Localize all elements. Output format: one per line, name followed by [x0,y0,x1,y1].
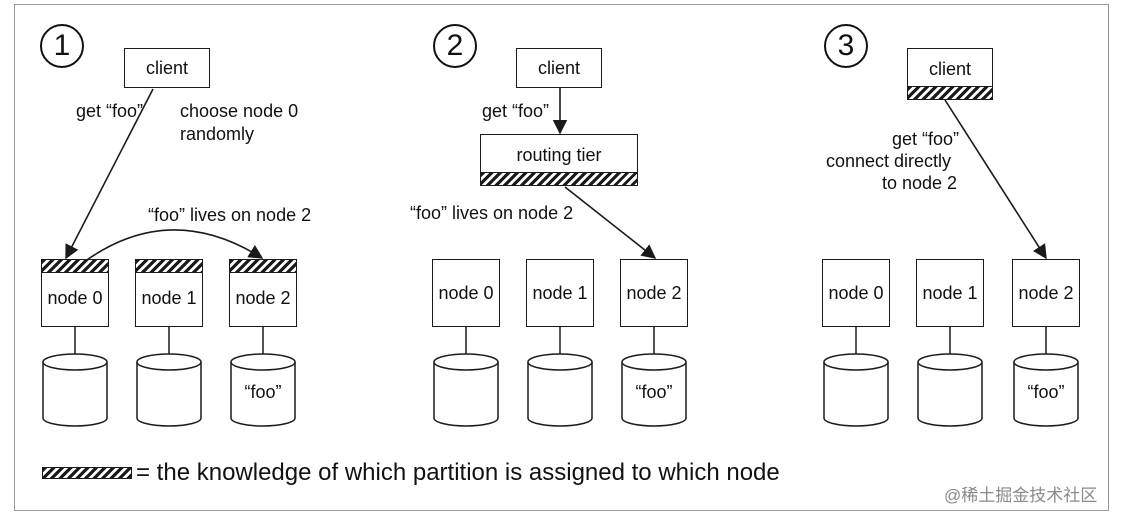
partition-knowledge-hatch [481,172,637,185]
p2-routing-tier-label: routing tier [516,144,602,165]
p3-node-0-label: node 0 [828,282,884,303]
partition-knowledge-hatch [908,86,992,99]
p1-forward-label: “foo” lives on node 2 [148,205,312,225]
p3-database-2-label: “foo” [1027,382,1064,402]
p1-node-2: node 2 [229,259,297,327]
p2-node-2-label: node 2 [626,282,682,303]
p3-database-2: “foo” [1013,353,1079,427]
p2-node-0: node 0 [432,259,500,327]
p1-client-box: client [124,48,210,88]
p2-database-0 [433,353,499,427]
p1-choose-label-line1: choose node 0 [180,101,299,121]
p2-route-label: “foo” lives on node 2 [410,203,574,223]
p3-to-node-label: to node 2 [882,173,958,193]
p1-get-label: get “foo” [76,101,144,121]
p1-client-to-node0-arrow [65,88,154,260]
p1-node-0-label: node 0 [47,287,103,308]
partition-knowledge-hatch [230,260,296,273]
p3-client-label: client [928,58,972,79]
panel-3-number: 3 [824,24,868,68]
p3-database-1 [917,353,983,427]
p3-get-label: get “foo” [892,129,960,149]
watermark: @稀土掘金技术社区 [944,486,1098,505]
p1-node-0: node 0 [41,259,109,327]
p2-routing-to-node2-arrow [564,186,657,259]
p1-node-1: node 1 [135,259,203,327]
p2-client-label: client [537,57,581,78]
panel-1-number: 1 [40,24,84,68]
p2-node-1: node 1 [526,259,594,327]
legend-hatch-swatch [42,467,132,479]
p1-client-label: client [145,57,189,78]
p3-connect-label: connect directly [826,151,952,171]
p3-node-2-label: node 2 [1018,282,1074,303]
p1-node-1-label: node 1 [141,287,197,308]
p1-database-0 [42,353,108,427]
p1-node-2-label: node 2 [235,287,291,308]
p2-database-2-label: “foo” [635,382,672,402]
p2-database-2: “foo” [621,353,687,427]
p3-node-1: node 1 [916,259,984,327]
p2-node-0-label: node 0 [438,282,494,303]
p2-node-2: node 2 [620,259,688,327]
partition-knowledge-hatch [42,260,108,273]
p3-client-box: client [907,48,993,100]
p2-get-label: get “foo” [482,101,550,121]
p2-database-1 [527,353,593,427]
p2-client-box: client [516,48,602,88]
p1-database-1 [136,353,202,427]
p3-node-1-label: node 1 [922,282,978,303]
p3-client-to-node2-arrow [944,99,1047,260]
partition-knowledge-hatch [136,260,202,273]
p1-choose-label-line2: randomly [180,124,255,144]
p3-node-0: node 0 [822,259,890,327]
panel-2-number: 2 [433,24,477,68]
p2-routing-tier-box: routing tier [480,134,638,186]
p1-database-2-label: “foo” [244,382,281,402]
legend-text: = the knowledge of which partition is as… [136,459,780,486]
p1-database-2: “foo” [230,353,296,427]
p3-database-0 [823,353,889,427]
p2-node-1-label: node 1 [532,282,588,303]
p1-forward-arrow [83,229,264,263]
p3-node-2: node 2 [1012,259,1080,327]
